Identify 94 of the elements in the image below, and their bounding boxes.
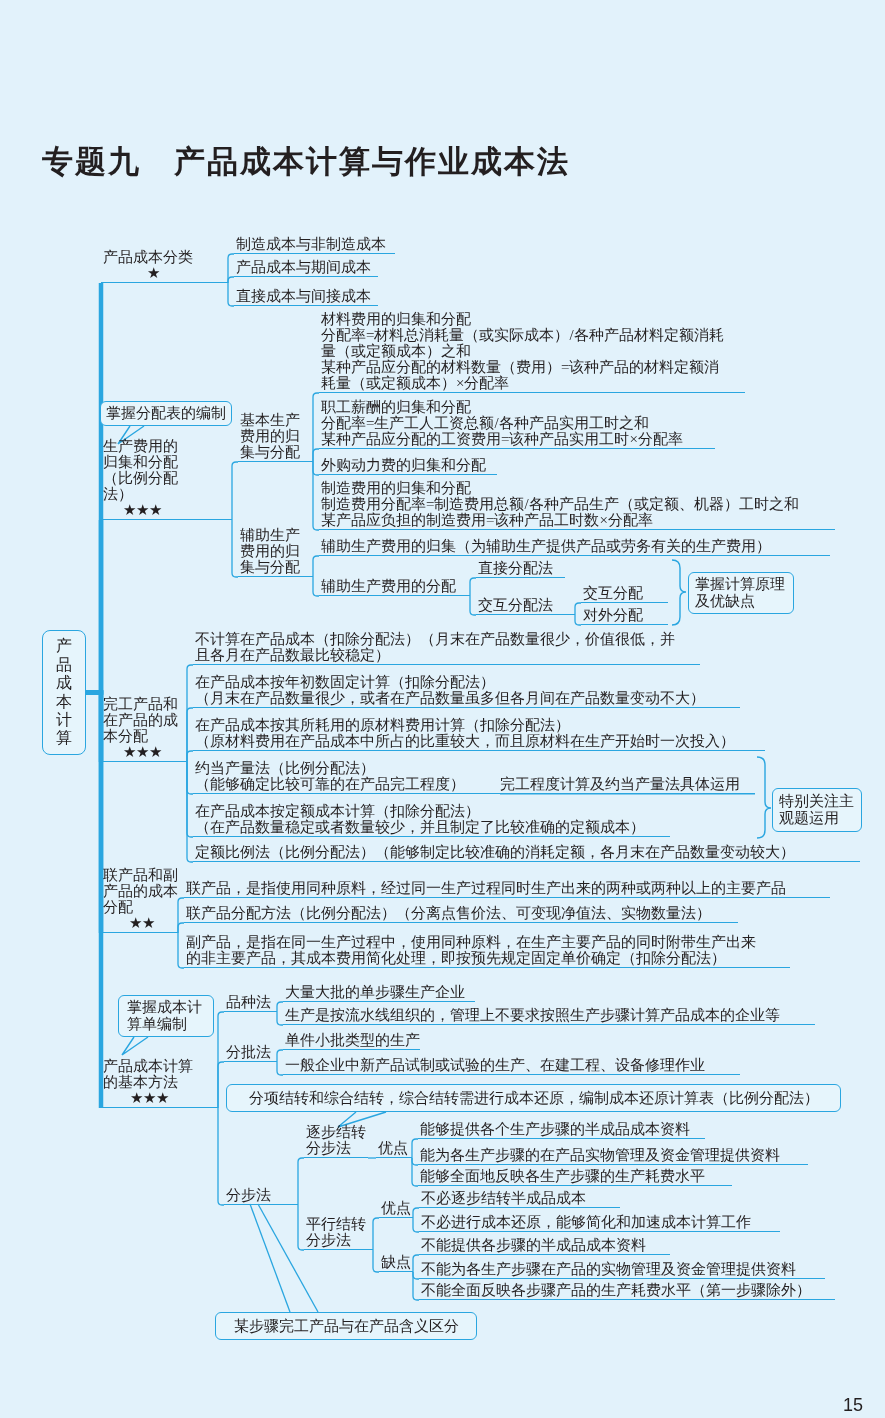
- connector-line: [227, 276, 235, 284]
- topic-node: 一般企业中新产品试制或试验的生产、在建工程、设备修理作业: [283, 1054, 740, 1075]
- connector-line: [297, 1157, 305, 1206]
- connector-line: [411, 1138, 419, 1159]
- topic-node: 定额比例法（比例分配法）（能够制定比较准确的消耗定额，各月末在产品数量变动较大）: [193, 841, 860, 862]
- connector-line: [217, 1061, 225, 1109]
- topic-node: 能够全面地反映各生产步骤的生产耗费水平: [418, 1166, 732, 1186]
- topic-node: 不必进行成本还原，能够简化和加速成本计算工作: [419, 1212, 780, 1232]
- topic-node: 不计算在产品成本（扣除分配法）（月末在产品数量很少，价值很低，并且各月在产品数最比较稳定）: [193, 628, 700, 665]
- topic-node: 不能为各生产步骤在产品的实物管理及资金管理提供资料: [419, 1259, 825, 1279]
- topic-node: 联产品和副产品的成本分配 ★★: [101, 853, 178, 933]
- topic-node: 产品成本计算的基本方法 ★★★: [101, 1050, 218, 1108]
- connector-line: [177, 922, 185, 934]
- topic-node: 分步法: [224, 1183, 298, 1205]
- connector-line: [372, 1217, 380, 1251]
- connector-line: [276, 1001, 284, 1013]
- connector-line: [574, 614, 582, 626]
- topic-node: 制造成本与非制造成本: [234, 232, 395, 254]
- connector-line: [312, 576, 320, 597]
- topic-node: 不能提供各步骤的半成品成本资料: [419, 1235, 670, 1255]
- connector-line: [312, 448, 320, 463]
- topic-node: 能够提供各个生产步骤的半成品成本资料: [418, 1119, 705, 1139]
- topic-node: 平行结转分步法: [304, 1208, 373, 1250]
- connector-line: [372, 1249, 380, 1273]
- callout-box: 某步骤完工产品与在产品含义区分: [215, 1312, 477, 1340]
- page-title: 专题九 产品成本计算与作业成本法: [42, 146, 570, 177]
- connector-line: [227, 282, 235, 307]
- topic-node: 品种法: [224, 991, 277, 1012]
- topic-node: 约当产量法（比例分配法） （能够确定比较可靠的在产品完工程度）: [193, 754, 500, 794]
- connector-line: [249, 1203, 291, 1313]
- topic-node: 完工产品和在产品的成本分配 ★★★: [101, 680, 187, 762]
- topic-node: 在产品成本按定额成本计算（扣除分配法） （在产品数量稳定或者数量较少，并且制定了比较准确的定额成本）: [193, 797, 670, 837]
- connector-line: [217, 1107, 225, 1206]
- callout-box: 掌握成本计算单编制: [118, 995, 214, 1037]
- topic-node: 优点: [376, 1137, 412, 1158]
- connector-line: [411, 1157, 419, 1187]
- topic-node: 交互分配法: [476, 594, 575, 615]
- topic-node: 直接成本与间接成本: [234, 285, 378, 306]
- topic-node: 辅助生产费用的分配: [319, 575, 470, 596]
- callout-box: 特别关注主观题运用: [772, 788, 862, 832]
- topic-node: 在产品成本按年初数固定计算（扣除分配法） （月末在产品数量很少，或者在产品数量虽多但各月间在产品数量变动不大）: [193, 668, 740, 708]
- connector-line: [177, 932, 185, 969]
- page-number: 15: [842, 1394, 863, 1417]
- topic-node: 直接分配法: [476, 558, 565, 578]
- topic-node: 能为各生产步骤的在产品实物管理及资金管理提供资料: [418, 1145, 808, 1165]
- topic-node: 不能全面反映各步骤产品的生产耗费水平（第一步骤除外）: [419, 1280, 835, 1300]
- topic-node: 制造费用的归集和分配 制造费用分配率=制造费用总额/各种产品生产（或定额、机器）工时之和 某产品应负担的制造费用=该种产品工时数×分配率: [319, 479, 835, 530]
- connector-line: [276, 1011, 284, 1026]
- topic-node: 副产品，是指在同一生产过程中，使用同种原料，在生产主要产品的同时附带生产出来的非主要产品，其成本费用简化处理，即按预先规定固定单价确定（扣除分配法）: [184, 929, 790, 968]
- topic-node: 材料费用的归集和分配 分配率=材料总消耗量（或实际成本）/各种产品材料定额消耗量（或定额成本）之和 某种产品应分配的材料数量（费用）=该种产品的材料定额消耗量（或定额成本）×分配率: [319, 309, 745, 393]
- topic-node: 逐步结转分步法: [304, 1120, 368, 1158]
- root-box: 产品成本计算: [42, 630, 86, 755]
- topic-node: 在产品成本按其所耗用的原材料费用计算（扣除分配法） （原材料费用在产品成本中所占的比重较大，而且原材料在生产开始时一次投入）: [193, 711, 765, 751]
- topic-node: 单件小批类型的生产: [283, 1029, 420, 1050]
- topic-node: 生产是按流水线组织的，管理上不要求按照生产步骤计算产品成本的企业等: [283, 1004, 815, 1025]
- topic-node: 优点: [379, 1197, 413, 1218]
- topic-node: 对外分配: [581, 605, 668, 625]
- topic-node: 联产品分配方法（比例分配法）（分离点售价法、可变现净值法、实物数量法）: [184, 902, 738, 923]
- connector-line: [231, 519, 239, 578]
- connector-line: [412, 1207, 420, 1219]
- callout-box: 分项结转和综合结转，综合结转需进行成本还原，编制成本还原计算表（比例分配法）: [226, 1084, 841, 1112]
- side-note: 完工程度计算及约当产量法具体运用: [500, 776, 740, 792]
- topic-node: 辅助生产费用的归集（为辅助生产提供产品或劳务有关的生产费用）: [319, 534, 830, 556]
- topic-node: 缺点: [379, 1251, 413, 1272]
- connector-line: [469, 577, 477, 597]
- connector-line: [412, 1217, 420, 1233]
- connector-line: [276, 1061, 284, 1076]
- topic-node: 职工薪酬的归集和分配 分配率=生产工人工资总额/各种产品实用工时之和 某种产品应分配的工资费用=该种产品实用工时×分配率: [319, 396, 715, 449]
- connector-line: [312, 555, 320, 578]
- connector-line: [186, 761, 194, 863]
- connector-line: [367, 1157, 377, 1159]
- connector-line: [412, 1271, 420, 1301]
- topic-node: 交互分配: [581, 582, 668, 603]
- callout-box: 掌握分配表的编制: [100, 401, 232, 426]
- connector-line: [276, 1049, 284, 1063]
- topic-node: 外购动力费的归集和分配: [319, 454, 497, 475]
- connector-line: [297, 1204, 305, 1251]
- topic-node: 不必逐步结转半成品成本: [419, 1188, 620, 1208]
- callout-box: 掌握计算原理及优缺点: [688, 572, 794, 614]
- topic-node: 分批法: [224, 1041, 277, 1062]
- connector-line: [231, 461, 239, 521]
- connector-line: [186, 750, 194, 763]
- topic-node: 产品成本与期间成本: [234, 256, 378, 277]
- connector-line: [86, 690, 104, 1108]
- topic-node: 产品成本分类 ★: [101, 240, 228, 283]
- connector-line: [412, 1254, 420, 1273]
- topic-node: 辅助生产费用的归集与分配: [238, 511, 313, 577]
- connector-line: [312, 461, 320, 531]
- connector-line: [574, 602, 582, 616]
- topic-node: 联产品，是指使用同种原料，经过同一生产过程同时生产出来的两种或两种以上的主要产品: [184, 877, 830, 898]
- connector-line: [469, 595, 477, 616]
- topic-node: 生产费用的归集和分配（比例分配法） ★★★: [101, 432, 232, 520]
- topic-node: 大量大批的单步骤生产企业: [283, 980, 475, 1002]
- topic-node: 基本生产费用的归集与分配: [238, 398, 313, 462]
